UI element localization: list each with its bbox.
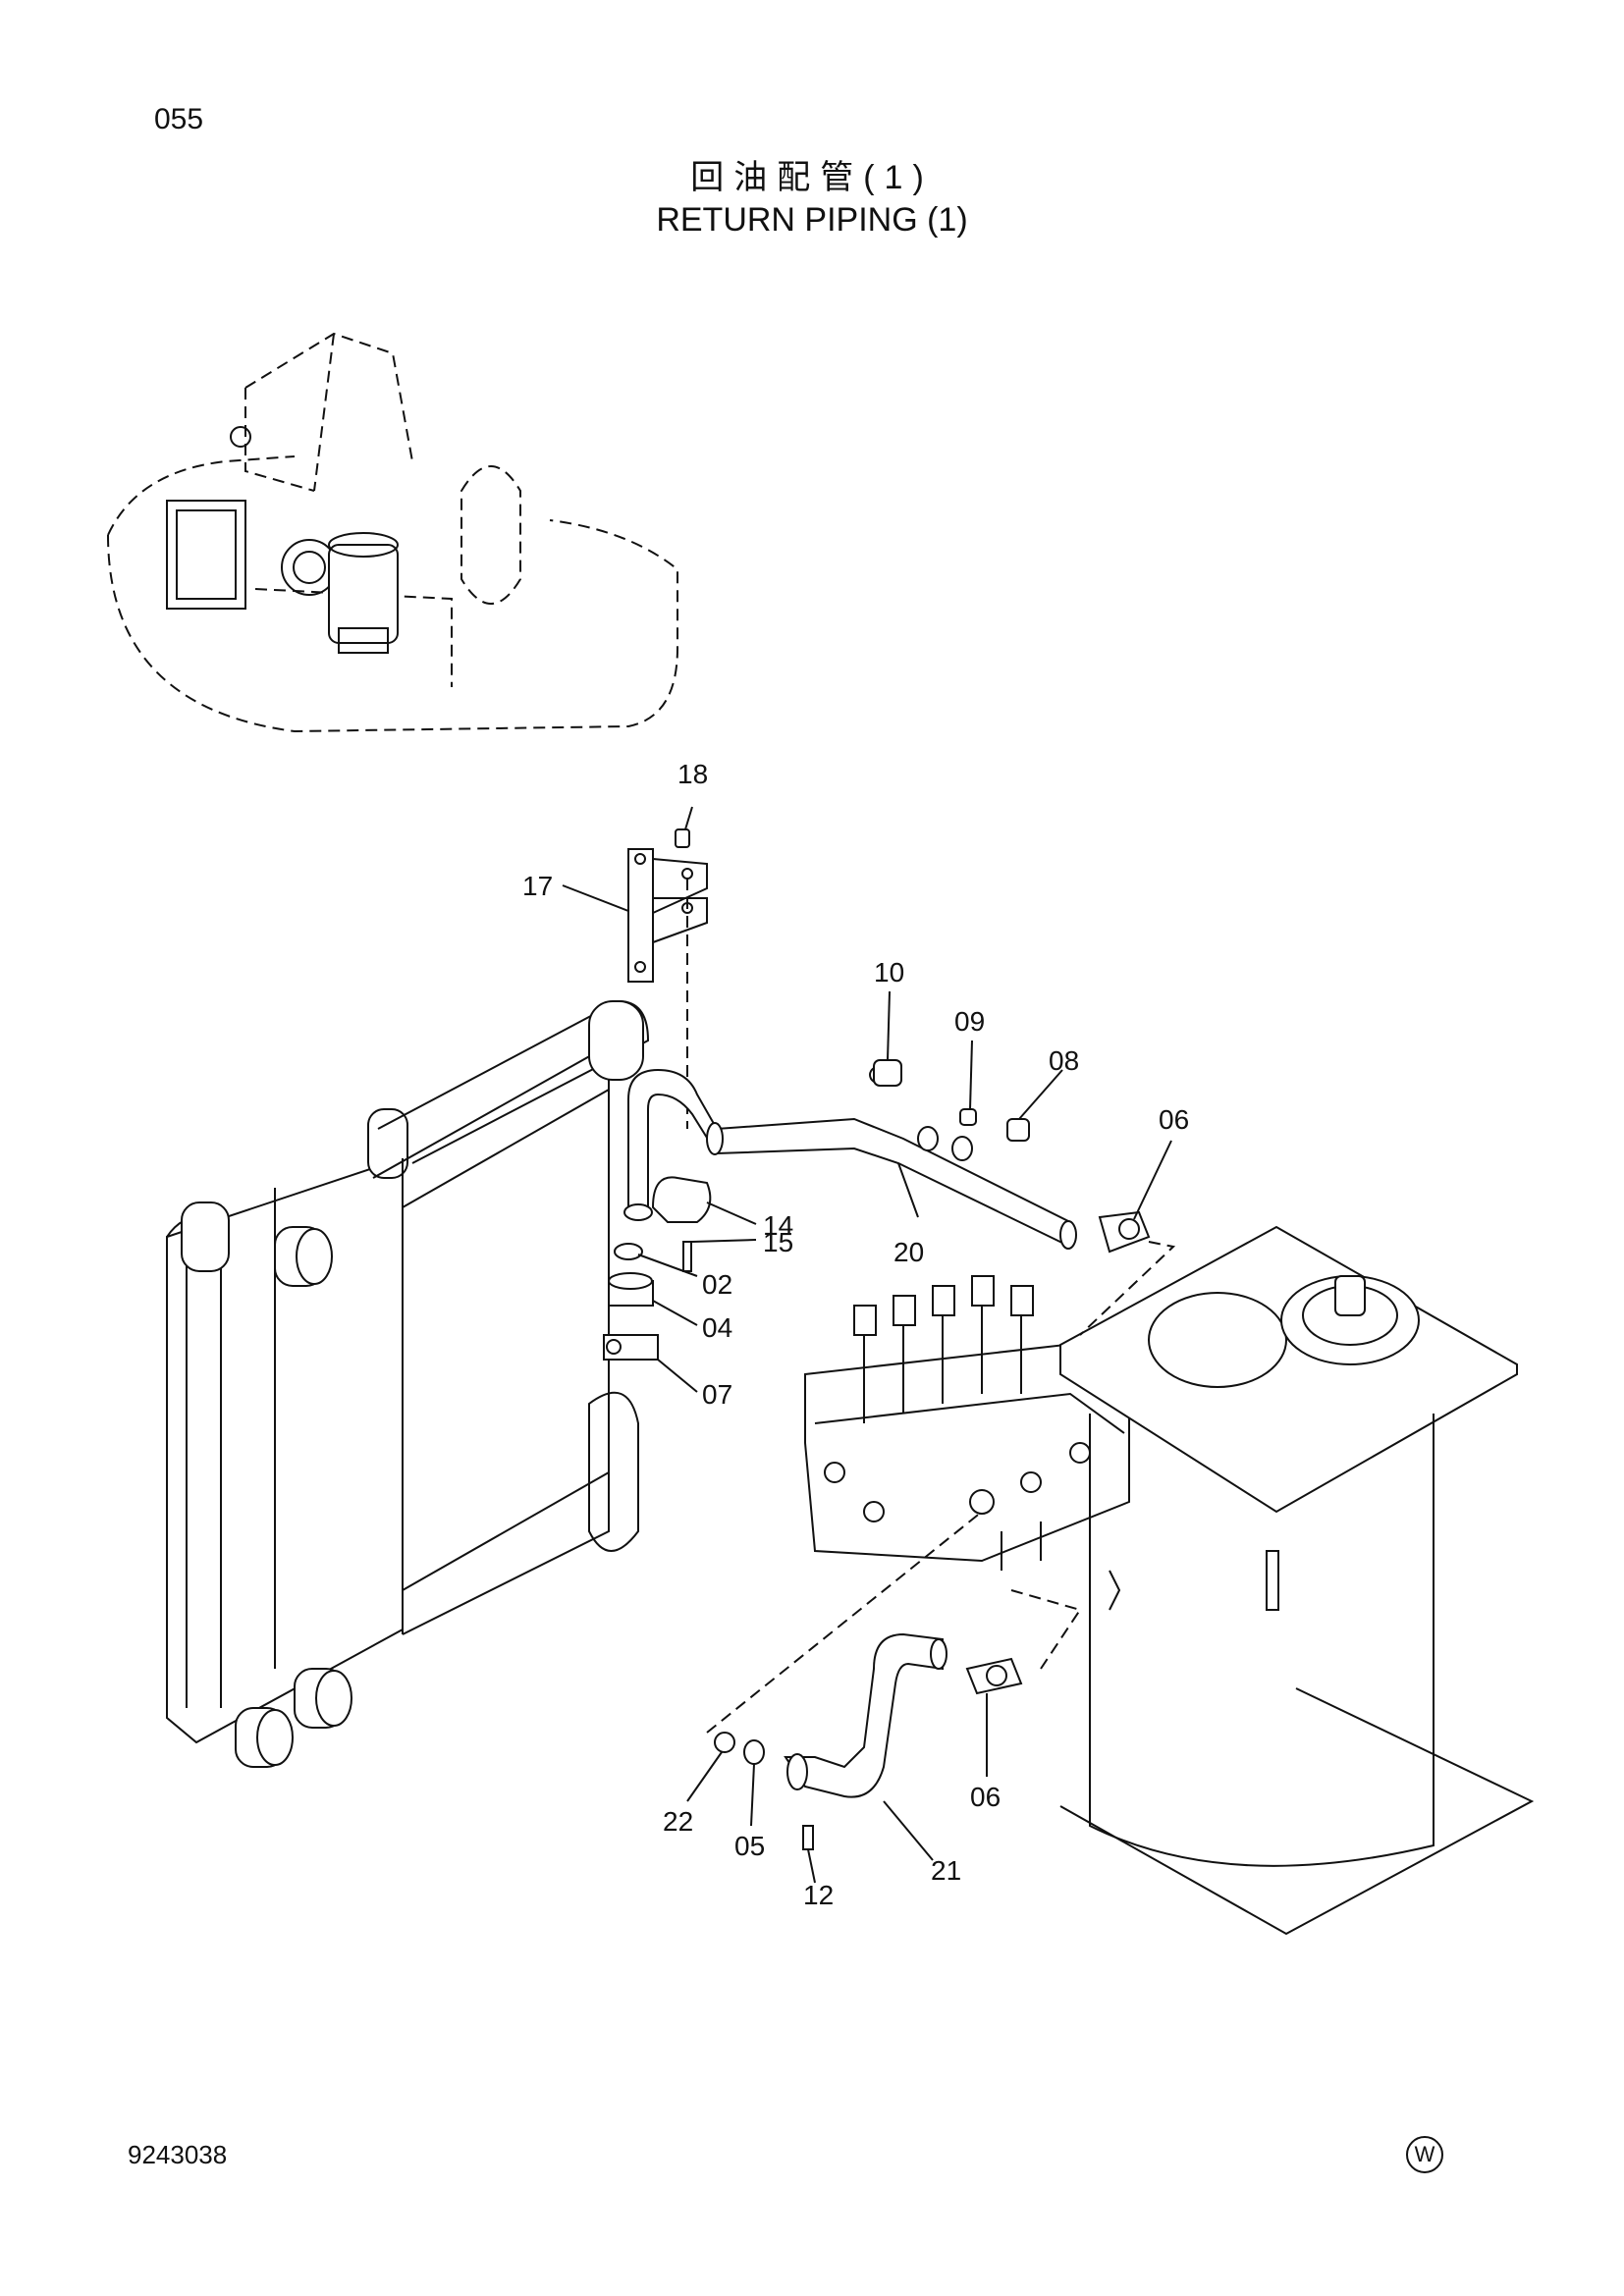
flange-04 [608, 1272, 654, 1307]
bracket-17 [627, 848, 708, 1129]
o-ring-02 [614, 1243, 643, 1260]
callout-09: 09 [954, 1006, 985, 1037]
callout-04: 04 [702, 1312, 732, 1343]
page-number: 055 [154, 103, 204, 135]
callout-20: 20 [893, 1237, 924, 1267]
callout-05: 05 [734, 1831, 765, 1861]
o-ring-05 [743, 1739, 765, 1765]
plug-22 [714, 1732, 735, 1753]
callout-02: 02 [702, 1269, 732, 1300]
bolt-12 [802, 1825, 814, 1850]
plug-09 [959, 1108, 977, 1126]
callout-07: 07 [702, 1379, 732, 1410]
callout-10: 10 [874, 957, 904, 988]
callout-06-upper: 06 [1159, 1104, 1189, 1135]
callout-labels: 18 17 10 09 08 06 14 15 20 02 04 07 06 2… [522, 759, 1189, 1910]
callout-14: 14 [763, 1210, 793, 1241]
machine-overview-sketch [107, 332, 678, 733]
callout-15: 15 [763, 1227, 793, 1257]
figure-number: 9243038 [128, 2140, 228, 2169]
control-valve [804, 1275, 1130, 1571]
title-chinese: 回油配管(1) [690, 159, 934, 196]
callout-12: 12 [803, 1880, 834, 1910]
title-english: RETURN PIPING (1) [656, 201, 968, 239]
dashed-guide-lines [706, 1241, 1176, 1734]
clamp-06-upper [1098, 1210, 1151, 1254]
circled-mark-icon: W [1406, 2136, 1443, 2173]
hydraulic-tank [1059, 1225, 1535, 1936]
bolt-18 [675, 828, 690, 848]
clamp-07 [603, 1334, 659, 1361]
pipe-21 [784, 1632, 947, 1798]
callout-22: 22 [663, 1806, 693, 1837]
callout-17: 17 [522, 871, 553, 901]
plug-08 [1006, 1118, 1030, 1142]
clamp-14 [651, 1176, 712, 1272]
callout-08: 08 [1049, 1045, 1079, 1076]
plug-10 [873, 1059, 902, 1087]
callout-21: 21 [931, 1855, 961, 1886]
clamp-06-lower [965, 1657, 1023, 1695]
callout-06-lower: 06 [970, 1782, 1001, 1812]
radiator-assembly [166, 999, 650, 1768]
leader-lines [562, 806, 1172, 1884]
callout-18: 18 [677, 759, 708, 789]
